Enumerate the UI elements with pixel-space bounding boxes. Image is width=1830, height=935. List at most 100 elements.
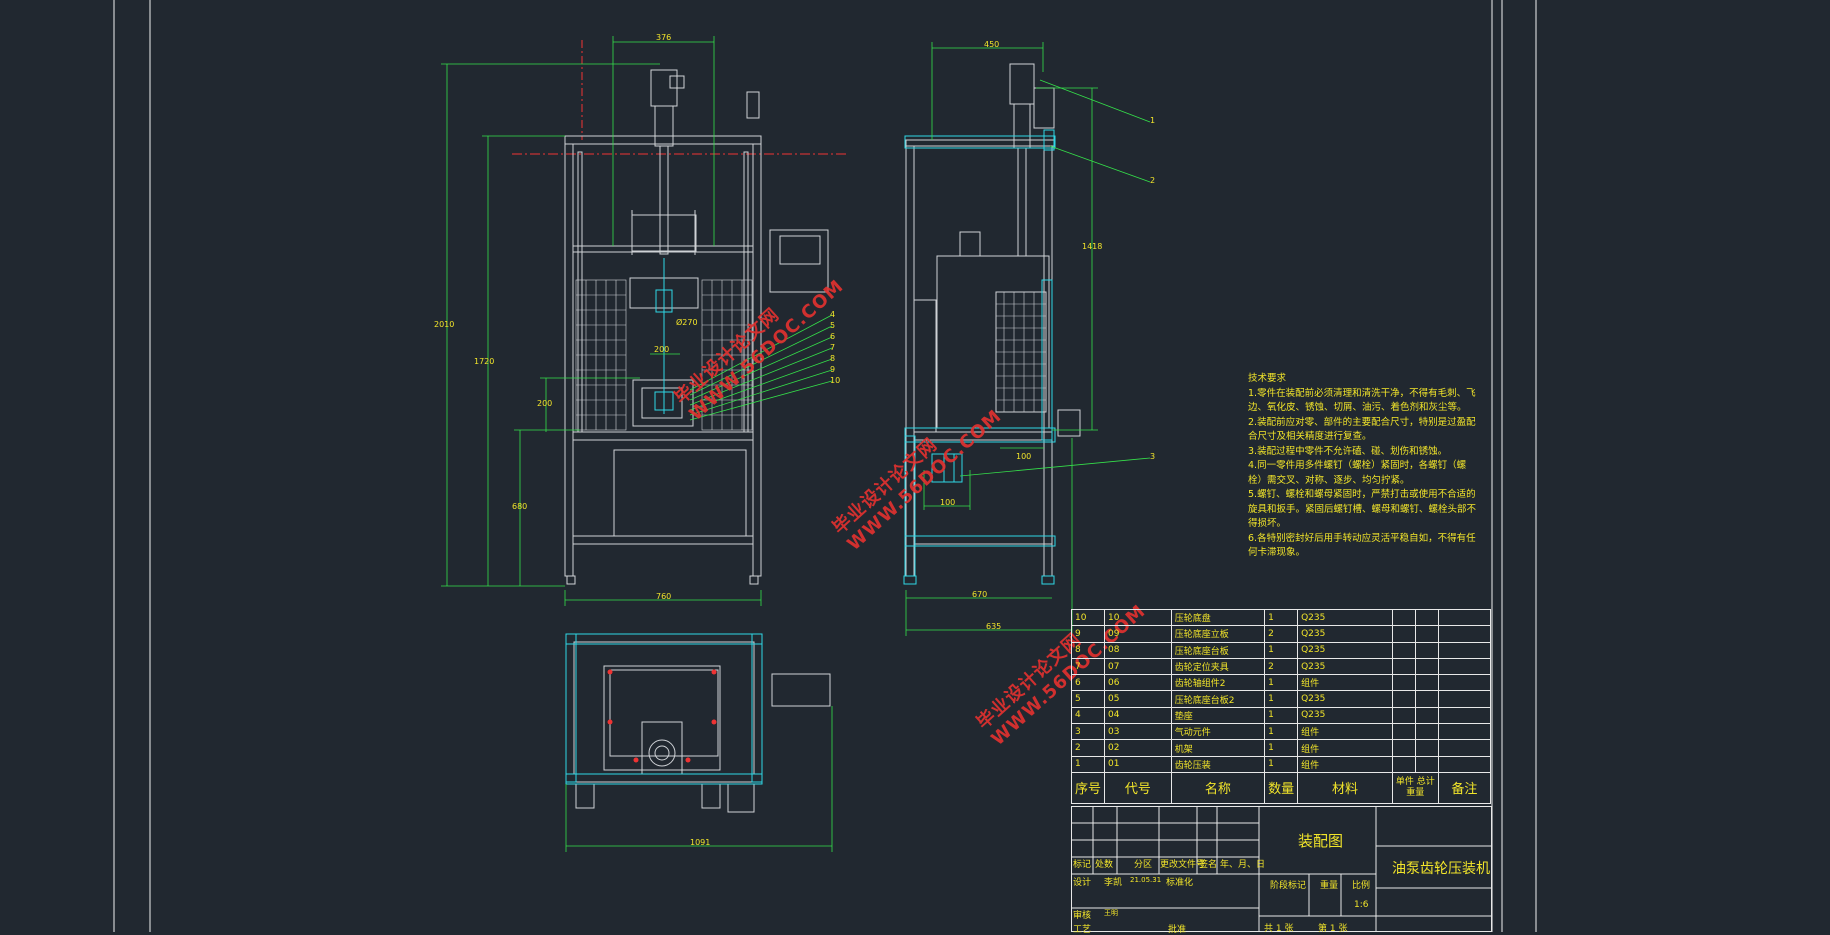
tb-approve: 批准 — [1168, 925, 1187, 935]
bom-cell-empty — [1437, 706, 1492, 725]
tb-count: 处数 — [1095, 860, 1114, 870]
bom-cell-no: 5 — [1070, 690, 1106, 708]
bom-cell-empty — [1414, 674, 1439, 692]
dim-635: 635 — [986, 622, 1002, 631]
bom-cell-qty: 1 — [1264, 723, 1299, 741]
bom-cell-material: 组件 — [1297, 739, 1393, 757]
dim-100: 100 — [1016, 452, 1032, 461]
dim-200b: 200 — [654, 345, 670, 354]
balloon-label: 10 — [830, 376, 841, 385]
bom-header: 名称 — [1170, 771, 1266, 804]
technical-requirements: 技术要求 1.零件在装配前必须清理和清洗干净，不得有毛刺、飞边、氧化皮、锈蚀、切… — [1248, 372, 1480, 561]
bom-cell-empty — [1391, 690, 1416, 708]
bom-cell-empty — [1414, 657, 1439, 676]
top-view — [565, 633, 833, 852]
bom-cell-qty: 1 — [1264, 608, 1299, 627]
bom-header-weight: 单件 总计 重量 — [1391, 771, 1439, 804]
bom-cell-name: 压轮底座立板 — [1170, 625, 1266, 643]
tb-review: 审核 — [1073, 911, 1092, 921]
bom-cell-empty — [1437, 723, 1492, 741]
dim-2010: 2010 — [434, 320, 455, 329]
bom-cell-no: 8 — [1070, 641, 1106, 659]
bom-cell-empty — [1391, 625, 1416, 643]
bom-header: 重量 — [1406, 787, 1425, 798]
dim-200: 200 — [537, 399, 553, 408]
bom-cell-empty — [1437, 625, 1492, 643]
bom-cell-empty — [1414, 755, 1439, 773]
bom-cell-code: 03 — [1104, 723, 1172, 741]
dim-1091: 1091 — [690, 838, 711, 847]
tb-sheet-no: 第 1 张 — [1318, 924, 1348, 934]
bom-cell-code: 05 — [1104, 690, 1172, 708]
bom-cell-empty — [1391, 739, 1416, 757]
bom-cell-qty: 1 — [1264, 690, 1299, 708]
dim-670: 670 — [972, 590, 988, 599]
bom-cell-material: 组件 — [1297, 755, 1393, 773]
bom-cell-material: Q235 — [1297, 641, 1393, 659]
bom-cell-empty — [1437, 690, 1492, 708]
bom-cell-name: 垫座 — [1170, 706, 1266, 725]
dim-1418: 1418 — [1082, 242, 1103, 251]
drawing-type: 装配图 — [1298, 832, 1344, 850]
tb-ymd: 年、月、日 — [1220, 860, 1266, 870]
bom-cell-empty — [1414, 625, 1439, 643]
balloon-label: 7 — [830, 343, 836, 352]
bom-cell-name: 压轮底盘 — [1170, 608, 1266, 627]
bom-header: 材料 — [1297, 771, 1393, 804]
bom-cell-material: Q235 — [1297, 608, 1393, 627]
bom-cell-no: 2 — [1070, 739, 1106, 757]
bom-cell-name: 压轮底座台板 — [1170, 641, 1266, 659]
balloon-label: 5 — [830, 321, 836, 330]
notes-heading: 技术要求 — [1248, 373, 1287, 384]
bom-cell-empty — [1437, 739, 1492, 757]
bom-cell-empty — [1391, 755, 1416, 773]
bom-cell-empty — [1414, 641, 1439, 659]
bom-cell-empty — [1391, 723, 1416, 741]
dim-450: 450 — [984, 40, 1000, 49]
bom-cell-empty — [1391, 674, 1416, 692]
bom-cell-qty: 1 — [1264, 641, 1299, 659]
bom-cell-empty — [1414, 706, 1439, 725]
note-line: 3.装配过程中零件不允许磕、碰、划伤和锈蚀。 — [1248, 445, 1448, 457]
bom-cell-material: 组件 — [1297, 674, 1393, 692]
tb-change-doc: 更改文件号 — [1160, 860, 1206, 870]
bom-cell-empty — [1414, 723, 1439, 741]
tb-date: 21.05.31 — [1130, 876, 1162, 884]
bom-cell-qty: 1 — [1264, 674, 1299, 692]
bom-cell-code: 01 — [1104, 755, 1172, 773]
note-line: 5.螺钉、螺栓和螺母紧固时，严禁打击或使用不合适的旋具和扳手。紧固后螺钉槽、螺母… — [1248, 489, 1477, 529]
bom-cell-empty — [1414, 690, 1439, 708]
dim-270: Ø270 — [676, 318, 698, 327]
tb-scale-value: 1:6 — [1354, 900, 1369, 910]
note-line: 1.零件在装配前必须清理和清洗干净，不得有毛刺、飞边、氧化皮、锈蚀、切屑、油污、… — [1248, 387, 1476, 414]
tb-stage: 阶段标记 — [1270, 881, 1307, 891]
front-view — [441, 36, 848, 606]
bom-cell-material: Q235 — [1297, 706, 1393, 725]
bom-cell-no: 3 — [1070, 723, 1106, 741]
bom-cell-qty: 1 — [1264, 739, 1299, 757]
dim-100b: 100 — [940, 498, 956, 507]
bom-cell-material: Q235 — [1297, 657, 1393, 676]
tb-sign: 签名 — [1199, 860, 1218, 870]
bom-cell-empty — [1391, 641, 1416, 659]
bom-cell-name: 齿轮压装 — [1170, 755, 1266, 773]
tb-total-sheets: 共 1 张 — [1264, 924, 1294, 934]
bom-cell-empty — [1437, 755, 1492, 773]
bom-cell-material: 组件 — [1297, 723, 1393, 741]
bom-header: 数量 — [1264, 771, 1299, 804]
bom-cell-no: 10 — [1070, 608, 1106, 627]
bom-cell-code: 06 — [1104, 674, 1172, 692]
bom-cell-code: 02 — [1104, 739, 1172, 757]
bom-cell-material: Q235 — [1297, 690, 1393, 708]
bom-header: 备注 — [1437, 771, 1492, 804]
balloon-label: 6 — [830, 332, 836, 341]
balloon-label: 1 — [1150, 116, 1156, 125]
